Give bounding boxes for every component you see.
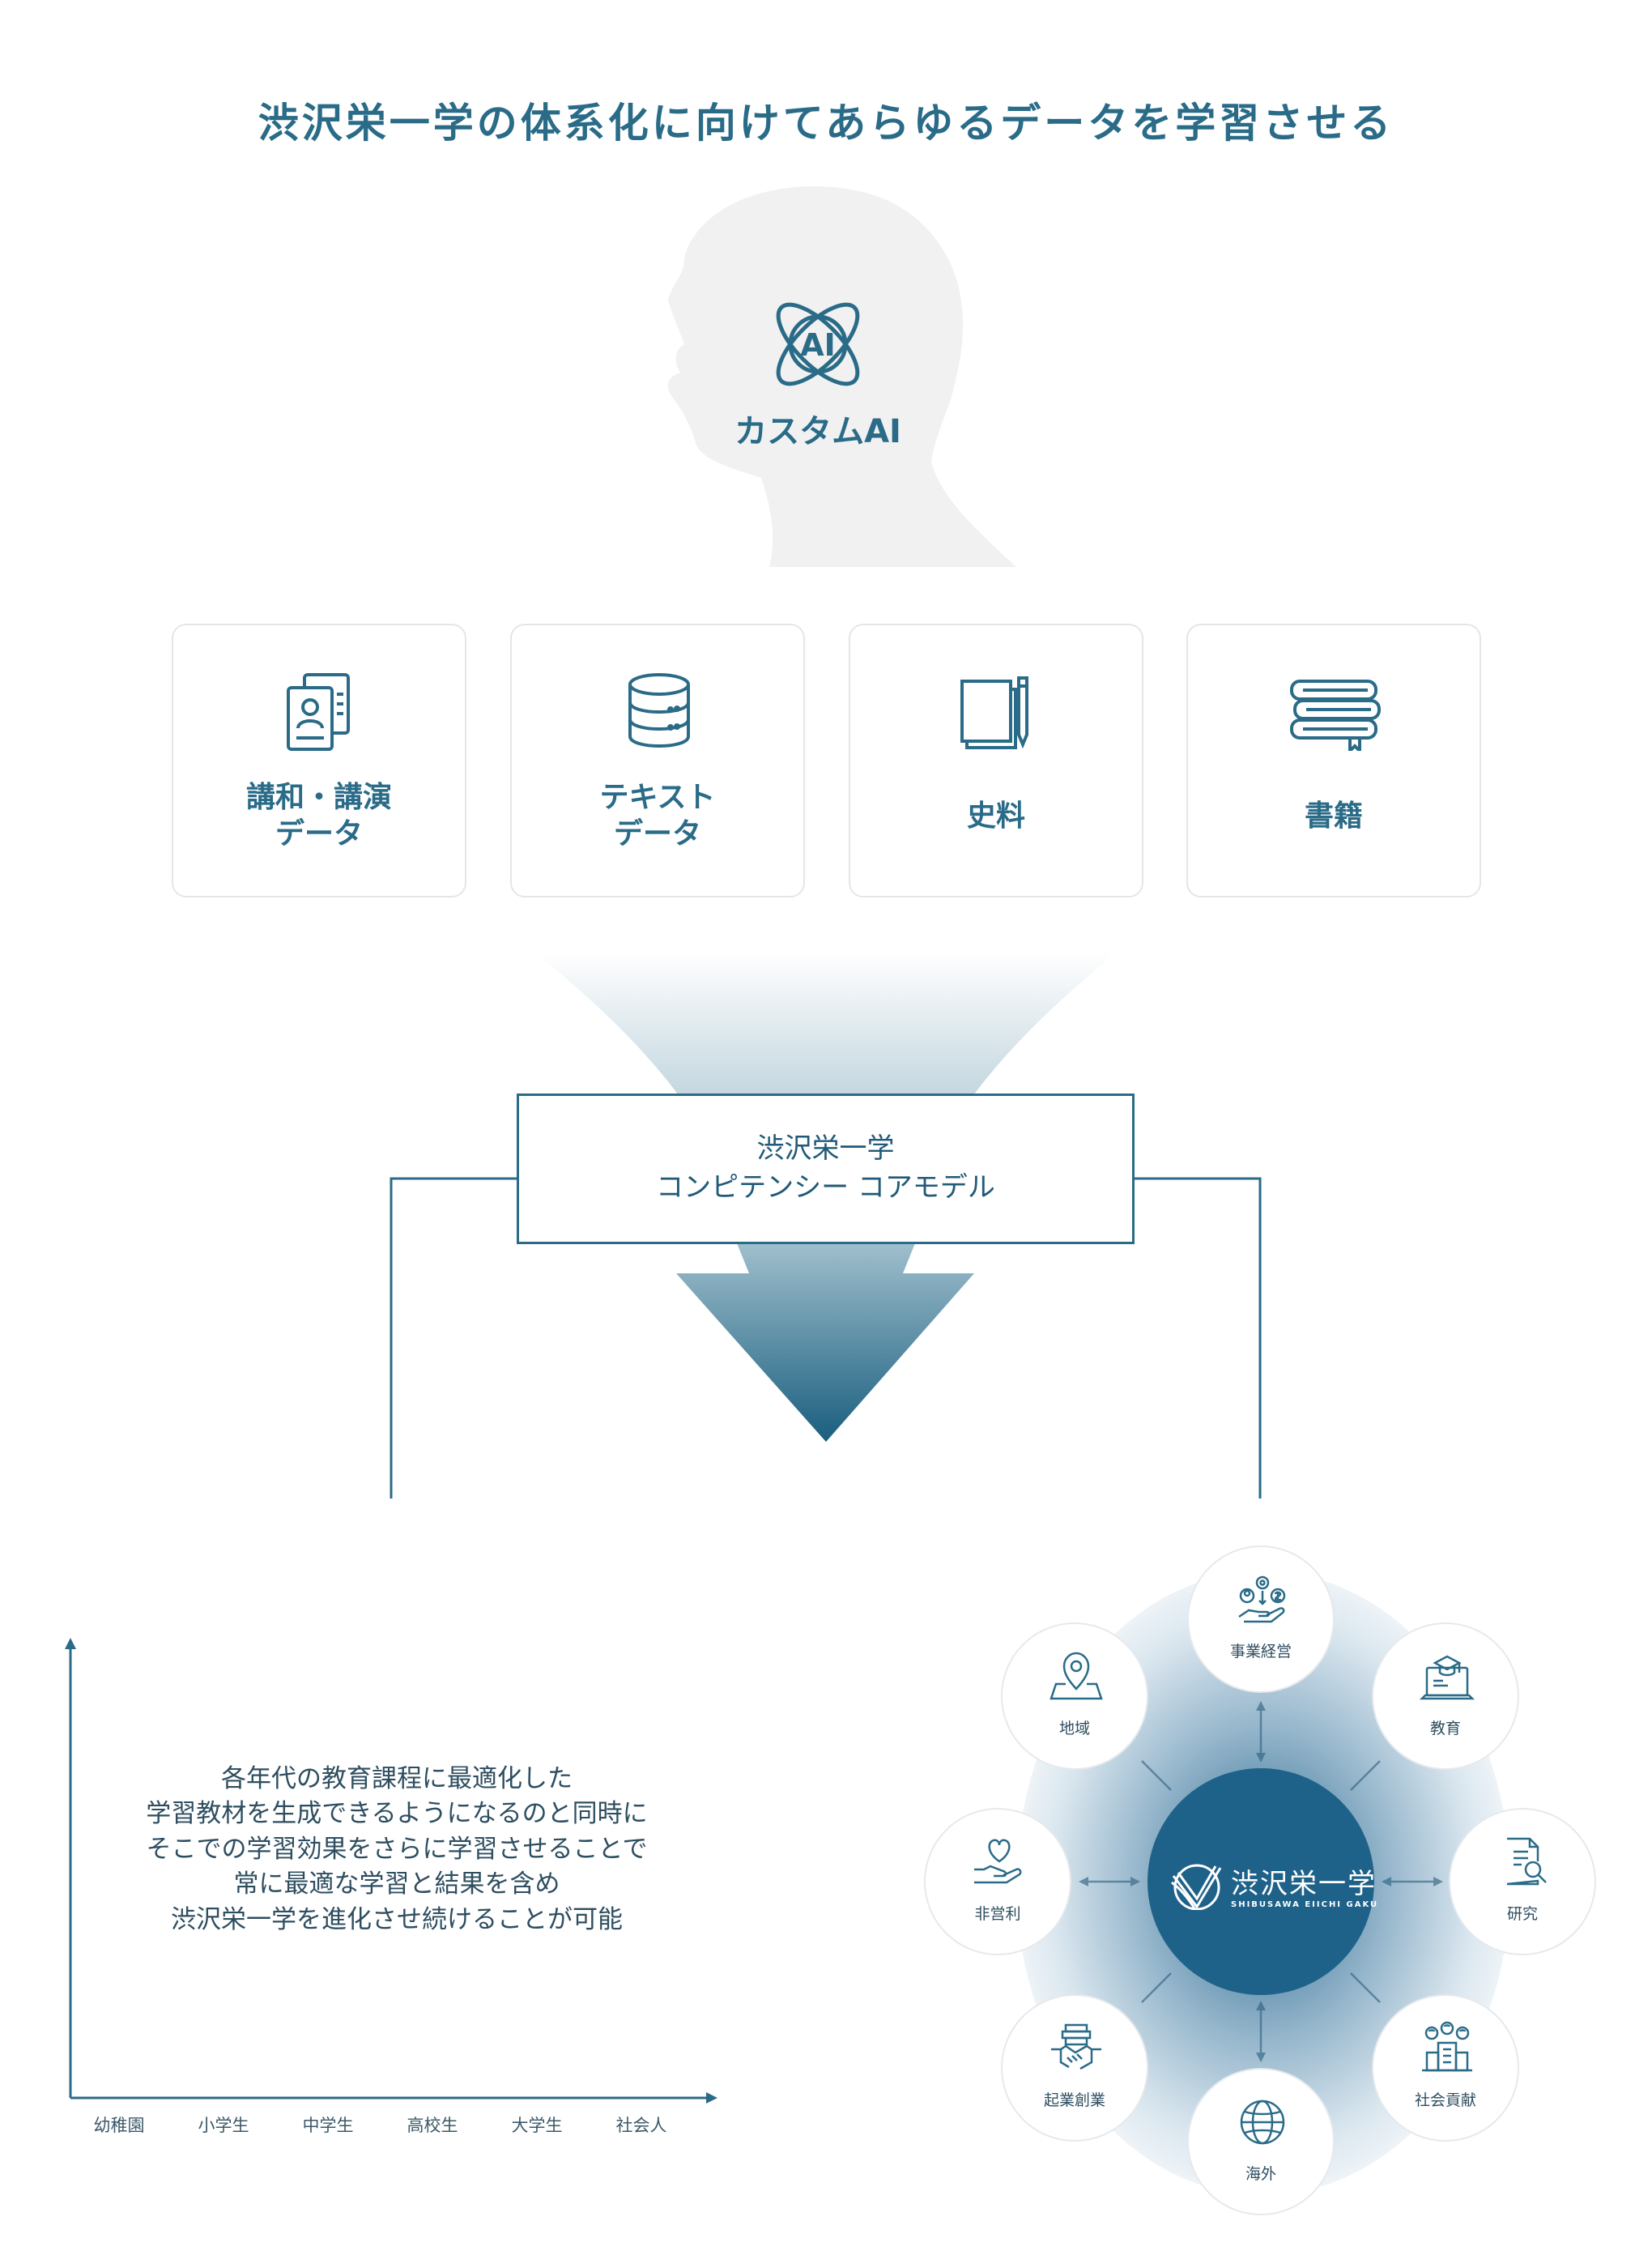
hub-node-label: 事業経営 bbox=[1229, 1643, 1292, 1660]
hub-node-label: 教育 bbox=[1429, 1720, 1461, 1737]
head-silhouette bbox=[667, 186, 1016, 567]
right-connector-line bbox=[1135, 1177, 1262, 1498]
stage-label: 小学生 bbox=[198, 2116, 249, 2135]
data-card-historical: 史料 bbox=[849, 624, 1143, 897]
stage-label: 中学生 bbox=[302, 2116, 354, 2135]
data-card-label: テキスト データ bbox=[599, 781, 716, 850]
books-stack-icon bbox=[1290, 680, 1381, 751]
social-contribution-icon bbox=[1422, 2021, 1472, 2072]
data-card-lectures: 講和・講演 データ bbox=[172, 624, 466, 897]
data-card-label: 書籍 bbox=[1304, 799, 1363, 833]
description-text: 各年代の教育課程に最適化した 学習教材を生成できるようになるのと同時に そこでの… bbox=[146, 1764, 648, 1934]
ai-icon-text: AI bbox=[800, 327, 836, 363]
hub-node-startup: 起業創業 bbox=[1001, 1994, 1148, 2142]
research-icon bbox=[1506, 1837, 1547, 1886]
business-management-icon bbox=[1238, 1575, 1286, 1623]
education-icon bbox=[1419, 1655, 1475, 1700]
custom-ai-label: カスタムAI bbox=[734, 413, 901, 450]
shibusawa-logo-icon bbox=[1171, 1864, 1222, 1910]
stage-label: 高校生 bbox=[407, 2116, 458, 2135]
data-card-label: 講和・講演 データ bbox=[245, 781, 392, 850]
hub-node-label: 研究 bbox=[1506, 1905, 1538, 1923]
down-arrow bbox=[676, 1243, 974, 1442]
map-pin-icon bbox=[1050, 1652, 1103, 1700]
core-model-box: 渋沢栄一学 コンピテンシー コアモデル bbox=[517, 1094, 1135, 1244]
hub-node-overseas: 海外 bbox=[1187, 2068, 1335, 2215]
heart-hand-icon bbox=[974, 1839, 1022, 1884]
page-title: 渋沢栄一学の体系化に向けてあらゆるデータを学習させる bbox=[258, 100, 1394, 147]
stage-label: 幼稚園 bbox=[93, 2116, 145, 2135]
hub-node-label: 地域 bbox=[1058, 1720, 1090, 1737]
papers-pencil-icon bbox=[960, 676, 1028, 749]
stage-label: 大学生 bbox=[511, 2116, 563, 2135]
hub-node-label: 非営利 bbox=[974, 1905, 1021, 1923]
growth-axes bbox=[65, 1638, 717, 2104]
data-card-books: 書籍 bbox=[1186, 624, 1481, 897]
hub-node-business: 事業経営 bbox=[1187, 1545, 1335, 1693]
handshake-icon bbox=[1051, 2023, 1101, 2070]
profile-document-icon bbox=[287, 673, 350, 751]
hub-node-regional: 地域 bbox=[1001, 1622, 1148, 1770]
data-card-text: テキスト データ bbox=[510, 624, 805, 897]
database-icon bbox=[628, 673, 690, 748]
hub-romanized: SHIBUSAWA EIICHI GAKU bbox=[1231, 1900, 1379, 1909]
globe-icon bbox=[1240, 2100, 1285, 2145]
hub-node-nonprofit: 非営利 bbox=[924, 1808, 1071, 1955]
hub-name: 渋沢栄一学 bbox=[1231, 1868, 1377, 1900]
stage-label: 社会人 bbox=[615, 2116, 667, 2135]
hub-node-label: 起業創業 bbox=[1043, 2091, 1105, 2109]
hub-node-education: 教育 bbox=[1372, 1622, 1519, 1770]
hub-node-social: 社会貢献 bbox=[1372, 1994, 1519, 2142]
hub-node-research: 研究 bbox=[1449, 1808, 1596, 1955]
hub-node-label: 海外 bbox=[1245, 2165, 1276, 2183]
funnel-shape bbox=[534, 952, 1118, 1098]
left-connector-line bbox=[390, 1177, 517, 1498]
ai-atom-icon: AI bbox=[776, 302, 860, 386]
data-card-label: 史料 bbox=[966, 799, 1025, 833]
hub-node-label: 社会貢献 bbox=[1414, 2091, 1476, 2109]
